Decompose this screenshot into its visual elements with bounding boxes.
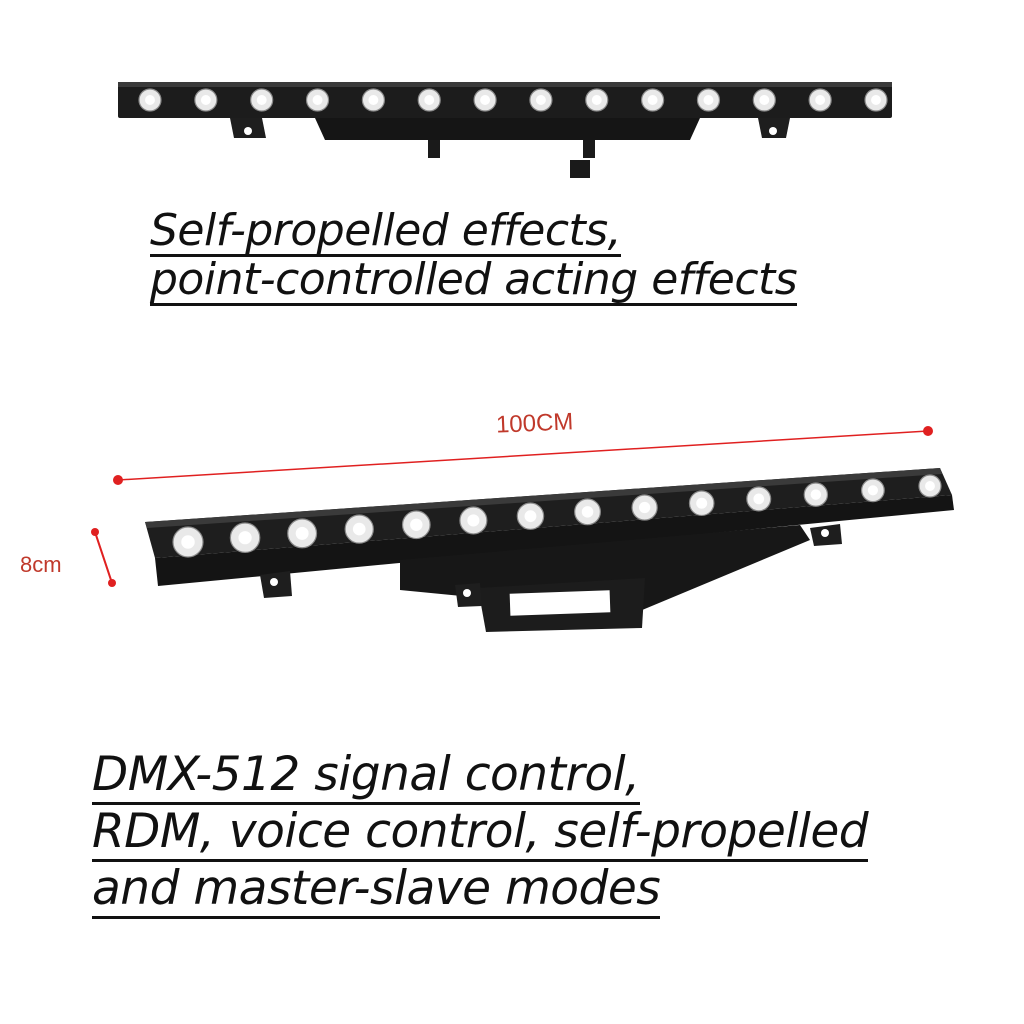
led-lamps-top xyxy=(138,88,888,112)
led-lamp-core xyxy=(410,518,423,531)
led-lamp-core xyxy=(703,95,714,105)
led-lamp-core xyxy=(295,526,309,540)
caption-line: DMX-512 signal control, xyxy=(92,748,640,805)
caption-line: point-controlled acting effects xyxy=(150,254,798,306)
led-lamp-core xyxy=(480,95,491,105)
led-lamp-core xyxy=(753,493,765,505)
led-lamps-bottom xyxy=(172,474,942,558)
led-lamp-core xyxy=(867,485,879,496)
led-lamp-core xyxy=(145,95,155,105)
led-lamp-core xyxy=(181,535,195,549)
led-lamp-core xyxy=(925,481,935,491)
led-lamp-core xyxy=(591,95,602,105)
led-lamp-core xyxy=(638,501,651,514)
led-lamp-core xyxy=(424,95,435,105)
dimension-endpoint xyxy=(113,475,123,485)
led-lamp-core xyxy=(810,489,822,500)
led-bar-body xyxy=(118,82,892,178)
dimension-lines xyxy=(91,426,933,587)
led-lamp-core xyxy=(696,497,708,509)
feature-caption-control-modes: DMX-512 signal control, RDM, voice contr… xyxy=(92,748,869,919)
led-lamp-core xyxy=(535,95,546,105)
feature-caption-effects: Self-propelled effects, point-controlled… xyxy=(150,205,798,306)
led-lamp-core xyxy=(871,95,881,105)
dimension-endpoint xyxy=(923,426,933,436)
led-lamp-core xyxy=(759,95,770,105)
dimension-endpoint xyxy=(108,579,116,587)
caption-line: Self-propelled effects, xyxy=(150,205,622,257)
led-lamp-core xyxy=(368,95,379,105)
led-lamp-core xyxy=(256,95,267,105)
height-dimension-label: 8cm xyxy=(20,552,62,577)
led-bar-front-view xyxy=(118,82,892,178)
led-lamp-core xyxy=(647,95,658,105)
led-lamp-core xyxy=(815,95,826,105)
led-bar-body xyxy=(145,468,954,632)
led-bar-perspective-view xyxy=(91,426,954,632)
led-lamp-core xyxy=(581,506,594,518)
led-lamp-core xyxy=(352,522,366,536)
led-lamp-core xyxy=(238,531,252,545)
led-lamp-core xyxy=(200,95,211,105)
led-lamp-core xyxy=(467,514,480,527)
length-dimension-label: 100CM xyxy=(495,408,574,439)
led-lamp-core xyxy=(524,510,537,523)
dimension-endpoint xyxy=(91,528,99,536)
caption-line: RDM, voice control, self-propelled xyxy=(92,805,869,862)
caption-line: and master-slave modes xyxy=(92,862,661,919)
led-lamp-core xyxy=(312,95,323,105)
